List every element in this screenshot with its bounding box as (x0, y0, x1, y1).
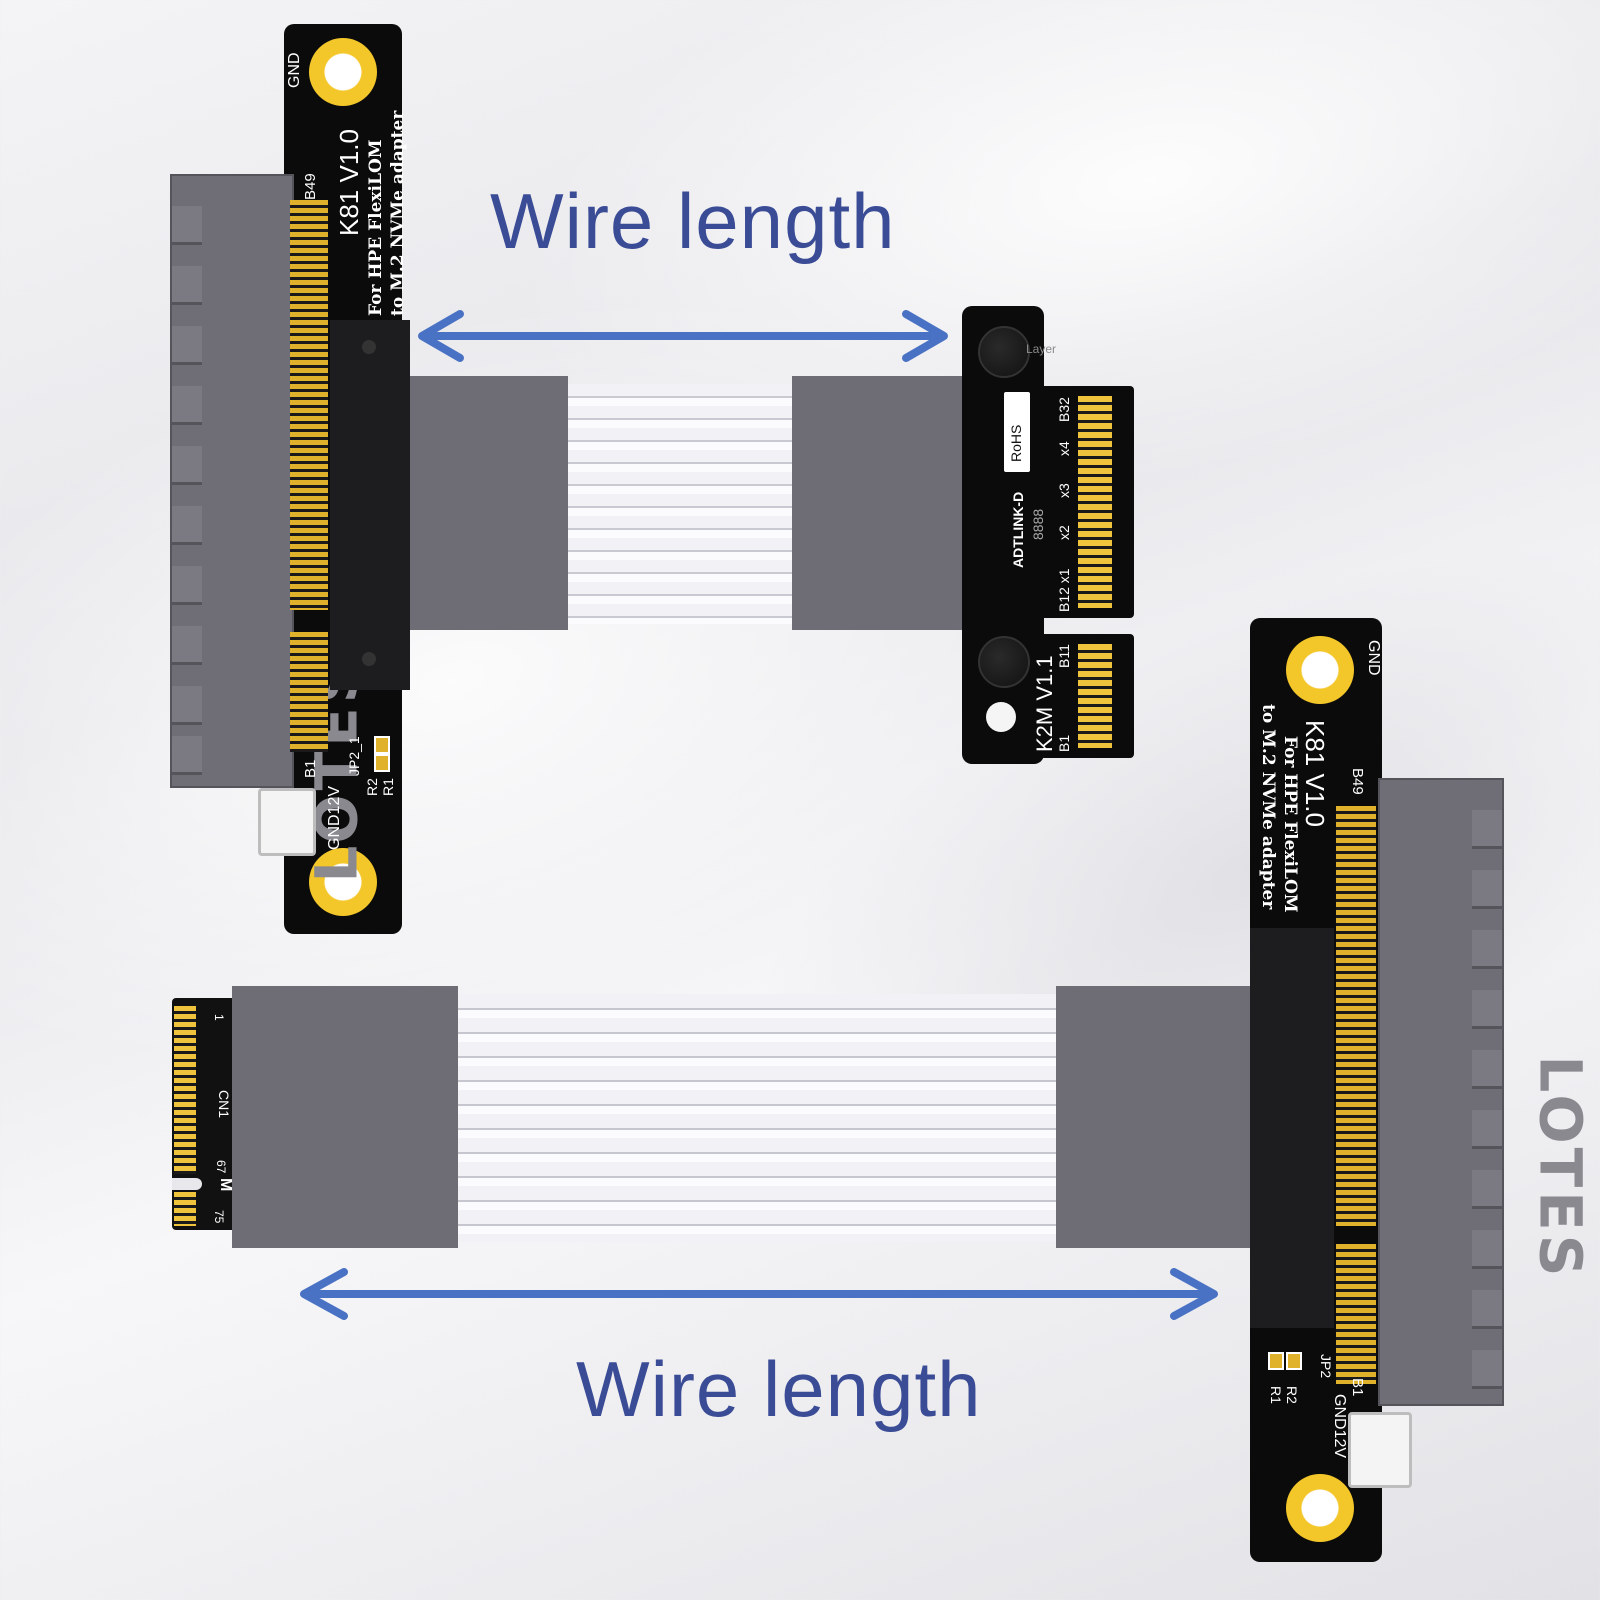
pin-label-b32: B32 (1056, 397, 1072, 422)
power-connector[interactable] (258, 788, 316, 856)
pin-label-b1: B1 (302, 759, 319, 778)
gold-contacts (290, 200, 328, 610)
mounting-hole (1286, 1474, 1354, 1542)
anchor-dot (362, 340, 376, 354)
resistor (1268, 1352, 1284, 1370)
cable-head-right (1056, 986, 1252, 1248)
lane-label-x3: x3 (1056, 483, 1072, 498)
cable-head-left (410, 376, 568, 630)
gold-contacts (1336, 1244, 1376, 1384)
flat-ribbon-cable (568, 384, 792, 624)
connector-label: CN1 (216, 1090, 232, 1119)
board-description-line2: to M.2 NVMe adapter (388, 110, 408, 316)
layer-text: Layer (1026, 342, 1057, 356)
pin-label-75: 75 (212, 1210, 226, 1224)
m2-gold-fingers (1078, 644, 1112, 748)
board-description-line1: For HPE FlexiLOM (1280, 736, 1300, 913)
gnd-label: GND (1365, 640, 1382, 676)
gold-contacts (1336, 806, 1376, 1226)
cable-anchor (330, 320, 410, 690)
resistor-label-r2: R2 (364, 778, 380, 796)
rohs-label: RoHS (1008, 424, 1024, 462)
mounting-hole (986, 702, 1016, 732)
power-label: GND12V (326, 785, 343, 850)
wire-length-caption-top: Wire length (490, 177, 896, 265)
lane-label-x2: x2 (1056, 525, 1072, 540)
pin-label-b1: B1 (1349, 1378, 1366, 1397)
board-model: K81 V1.0 (1300, 720, 1330, 827)
m2-key-notch (172, 1178, 202, 1190)
pin-label-b49: B49 (1349, 768, 1366, 795)
slot-brand-label: LOTES (1526, 1055, 1595, 1281)
gold-contacts (290, 632, 328, 752)
resistor-label-r2: R2 (1284, 1386, 1300, 1404)
pin-label-b49: B49 (302, 173, 319, 200)
capacitor (978, 326, 1030, 378)
cable-anchor (1250, 928, 1334, 1328)
dimension-arrow-top (418, 310, 948, 362)
capacitor (978, 636, 1030, 688)
mounting-hole (309, 38, 377, 106)
resistor (1286, 1352, 1302, 1370)
resistor-label-r1: R1 (380, 778, 396, 796)
rohs-label-box (1004, 392, 1030, 472)
brand-label: ADTLINK-D (1010, 491, 1026, 568)
wire-length-caption-bottom: Wire length (576, 1345, 982, 1433)
resistor (374, 736, 390, 754)
resistor-label-r1: R1 (1268, 1386, 1284, 1404)
m2-gold-fingers (1078, 396, 1112, 608)
gnd-label: GND (286, 52, 303, 88)
power-label: GND12V (1331, 1394, 1348, 1459)
cable-head-left (232, 986, 458, 1248)
pin-label-b11: B11 (1056, 644, 1072, 668)
resistor (374, 754, 390, 772)
lane-label-x4: x4 (1056, 441, 1072, 456)
jumper-label: JP2 (1318, 1354, 1334, 1379)
m2-gold-fingers (174, 1192, 196, 1226)
mounting-hole (309, 848, 377, 916)
code-label: 8888 (1030, 508, 1046, 540)
board-model: K2M V1.1 (1032, 655, 1057, 752)
pin-label-b1: B1 (1056, 734, 1072, 752)
mounting-hole (1286, 636, 1354, 704)
dimension-arrow-bottom (300, 1268, 1218, 1320)
anchor-dot (362, 652, 376, 666)
pcie-slot: LOTES (1378, 778, 1595, 1406)
board-description-line1: For HPE FlexiLOM (366, 139, 386, 316)
jumper-label: JP2_1 (346, 736, 362, 776)
power-connector[interactable] (1348, 1412, 1412, 1488)
pcie-slot: LOTES (170, 174, 371, 883)
board-model: K81 V1.0 (334, 129, 364, 236)
lane-label-b12x1: B12 x1 (1056, 568, 1072, 612)
pin-label-67: 67 (214, 1160, 228, 1174)
flat-ribbon-cable (458, 994, 1056, 1242)
board-description-line2: to M.2 NVMe adapter (1258, 704, 1278, 910)
pin-label-1: 1 (212, 1014, 226, 1021)
m2-gold-fingers (174, 1006, 196, 1174)
